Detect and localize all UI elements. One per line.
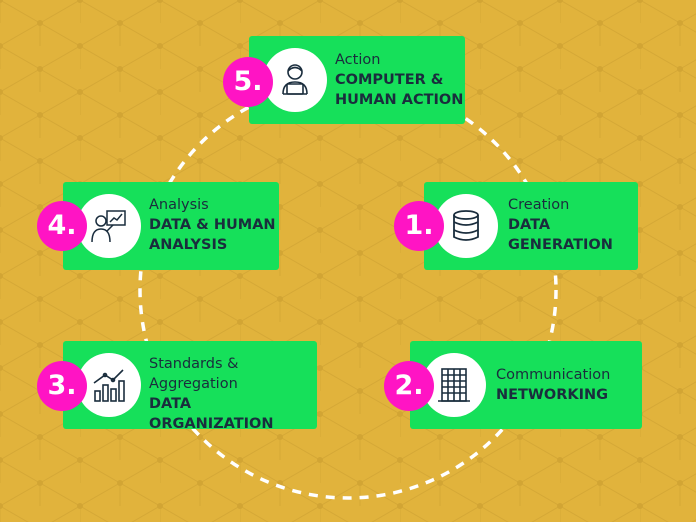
- step-detail-line: HUMAN ACTION: [335, 92, 464, 108]
- step-text: Creation DATA GENERATION: [508, 195, 613, 255]
- step-card-standards-aggregation: Standards & Aggregation DATA ORGANIZATIO…: [63, 341, 317, 432]
- step-detail-line: COMPUTER &: [335, 72, 444, 88]
- step-card-analysis: Analysis DATA & HUMAN ANALYSIS: [63, 182, 279, 270]
- step-detail-line: DATA ORGANIZATION: [149, 396, 274, 432]
- database-icon: [453, 210, 479, 241]
- step-card-communication: Communication NETWORKING: [410, 341, 642, 429]
- step-category: Action: [335, 52, 381, 68]
- step-text: Action COMPUTER & HUMAN ACTION: [335, 50, 463, 110]
- step-card-creation: Creation DATA GENERATION: [424, 182, 638, 270]
- step-text: Communication NETWORKING: [496, 365, 610, 405]
- step-detail-line: ANALYSIS: [149, 237, 228, 253]
- step-category-line: Standards &: [149, 356, 239, 372]
- step-category: Creation: [508, 197, 570, 213]
- step-text: Analysis DATA & HUMAN ANALYSIS: [149, 195, 276, 255]
- step-number-badge: 2.: [384, 361, 434, 411]
- step-detail-line: GENERATION: [508, 237, 613, 253]
- step-number-badge: 4.: [37, 201, 87, 251]
- step-detail-line: DATA & HUMAN: [149, 217, 276, 233]
- step-icon-circle: [77, 353, 141, 417]
- step-category: Communication: [496, 367, 611, 383]
- presenter-chart-icon: [91, 210, 126, 243]
- server-rack-icon: [438, 368, 470, 402]
- step-detail-line: NETWORKING: [496, 387, 609, 403]
- cycle-ring: [138, 80, 558, 500]
- bar-chart-trend-icon: [93, 369, 125, 402]
- step-number-badge: 1.: [394, 201, 444, 251]
- step-icon-circle: [434, 194, 498, 258]
- step-category-line: Aggregation: [149, 376, 238, 392]
- step-text: Standards & Aggregation DATA ORGANIZATIO…: [149, 354, 317, 434]
- step-detail-line: DATA: [508, 217, 551, 233]
- step-icon-circle: [263, 48, 327, 112]
- step-icon-circle: [77, 194, 141, 258]
- step-card-action: Action COMPUTER & HUMAN ACTION: [249, 36, 465, 124]
- person-laptop-icon: [282, 64, 308, 95]
- step-number-badge: 3.: [37, 361, 87, 411]
- step-number-badge: 5.: [223, 57, 273, 107]
- step-category: Analysis: [149, 197, 209, 213]
